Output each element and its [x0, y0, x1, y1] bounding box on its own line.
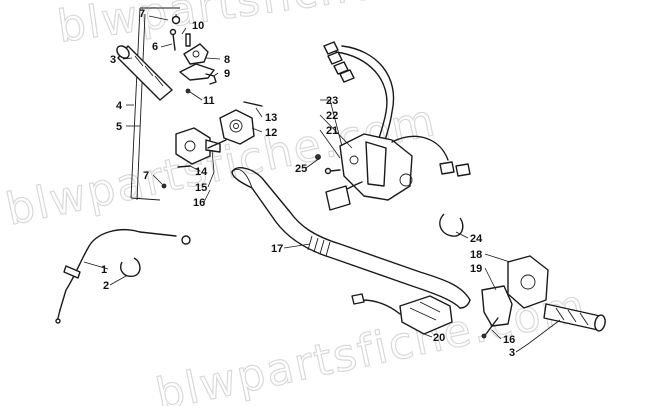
handlebar — [231, 167, 471, 309]
leader-lines — [83, 15, 561, 353]
callout-23: 23 — [326, 95, 338, 107]
callout-9: 9 — [224, 68, 230, 80]
wiring-harness-23 — [323, 41, 395, 145]
callout-14: 14 — [195, 166, 208, 178]
callout-10: 10 — [192, 20, 204, 32]
callout-15: 15 — [195, 182, 207, 194]
throttle-cable — [55, 229, 191, 324]
callout-24: 24 — [470, 233, 483, 245]
callout-labels: 7 10 6 8 3 9 11 4 13 5 12 7 14 15 16 23 … — [101, 8, 515, 359]
callout-25: 25 — [295, 163, 307, 175]
callout-1: 1 — [101, 264, 107, 276]
callout-19: 19 — [470, 263, 482, 275]
left-switch-housing — [219, 101, 263, 145]
callout-12: 12 — [265, 127, 277, 139]
throttle-housing — [161, 127, 227, 189]
callout-11: 11 — [203, 95, 215, 107]
callout-22: 22 — [326, 110, 338, 122]
right-grip — [543, 303, 606, 332]
callout-20: 20 — [433, 332, 445, 344]
callout-8: 8 — [224, 54, 230, 66]
callout-5: 5 — [116, 121, 122, 133]
callout-7-bottom: 7 — [143, 170, 149, 182]
callout-2: 2 — [103, 280, 109, 292]
watermark-text-top: blwpartsfiche.com — [54, 0, 495, 53]
callout-6: 6 — [152, 41, 158, 53]
callout-17: 17 — [271, 243, 283, 255]
callout-16-left: 16 — [193, 197, 205, 209]
callout-21: 21 — [326, 125, 338, 137]
callout-4: 4 — [116, 100, 123, 112]
callout-3-right: 3 — [509, 347, 515, 359]
bracket-frame-4-5 — [130, 7, 180, 201]
throttle-hardware — [169, 14, 217, 94]
right-grip-housing — [481, 255, 549, 339]
harness-bracket-20 — [351, 293, 453, 335]
callout-3-left: 3 — [110, 54, 116, 66]
clamp-24 — [439, 213, 464, 237]
right-switch-housing — [315, 133, 471, 211]
callout-16-right: 16 — [503, 334, 515, 346]
callout-7-top: 7 — [139, 8, 145, 20]
left-grip — [116, 45, 173, 101]
callout-18: 18 — [470, 249, 482, 261]
callout-13: 13 — [265, 112, 277, 124]
